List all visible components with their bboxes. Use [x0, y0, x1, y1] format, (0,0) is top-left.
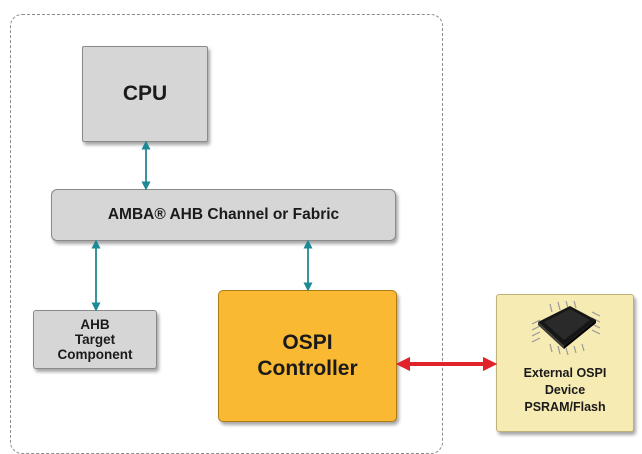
ahb-target-label-line-1: AHB: [80, 317, 110, 332]
amba-label: AMBA® AHB Channel or Fabric: [107, 206, 340, 223]
ahb-target-label-line-2: Target: [74, 332, 116, 347]
ospi-controller-block: OSPI Controller: [218, 290, 397, 422]
cpu-block: CPU: [82, 46, 208, 142]
external-label-line-1: External OSPI: [523, 366, 607, 380]
external-label-line-3: PSRAM/Flash: [524, 400, 606, 414]
cpu-label: CPU: [122, 82, 168, 105]
ahb-target-label-line-3: Component: [57, 347, 133, 362]
ic-chip-icon: [531, 300, 601, 356]
ahb-target-block: AHB Target Component: [33, 310, 157, 369]
amba-ahb-fabric-block: AMBA® AHB Channel or Fabric: [51, 189, 396, 241]
ospi-label-line-1: OSPI: [282, 331, 333, 354]
external-label-line-2: Device: [544, 383, 586, 397]
ospi-label-line-2: Controller: [257, 357, 358, 380]
